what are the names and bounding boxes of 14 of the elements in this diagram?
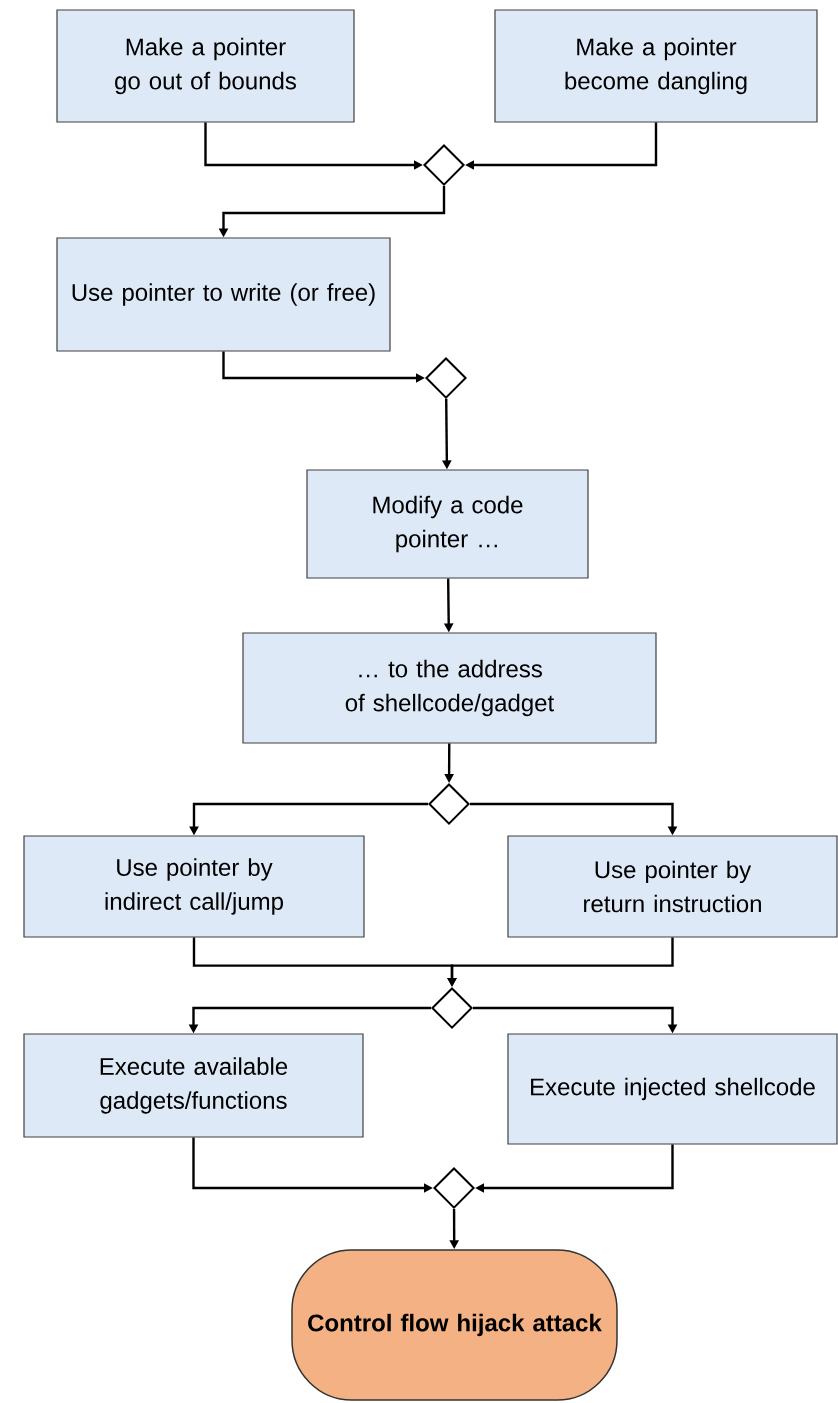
- process-box: Execute injected shellcode: [507, 1033, 838, 1145]
- decision-diamond: [425, 357, 467, 399]
- process-box: Make a pointer become dangling: [494, 9, 818, 123]
- process-box: Use pointer to write (or free): [56, 237, 391, 352]
- process-box: … to the address of shellcode/gadget: [242, 632, 657, 744]
- process-box: Use pointer by indirect call/jump: [23, 835, 365, 938]
- decision-diamond: [428, 783, 470, 825]
- decision-diamond: [423, 144, 465, 186]
- process-box: Make a pointer go out of bounds: [56, 9, 355, 123]
- process-box: Modify a code pointer …: [306, 469, 589, 579]
- process-box: Use pointer by return instruction: [507, 835, 838, 938]
- decision-diamond: [431, 987, 473, 1029]
- process-box: Execute available gadgets/functions: [23, 1033, 364, 1138]
- decision-diamond: [433, 1167, 475, 1209]
